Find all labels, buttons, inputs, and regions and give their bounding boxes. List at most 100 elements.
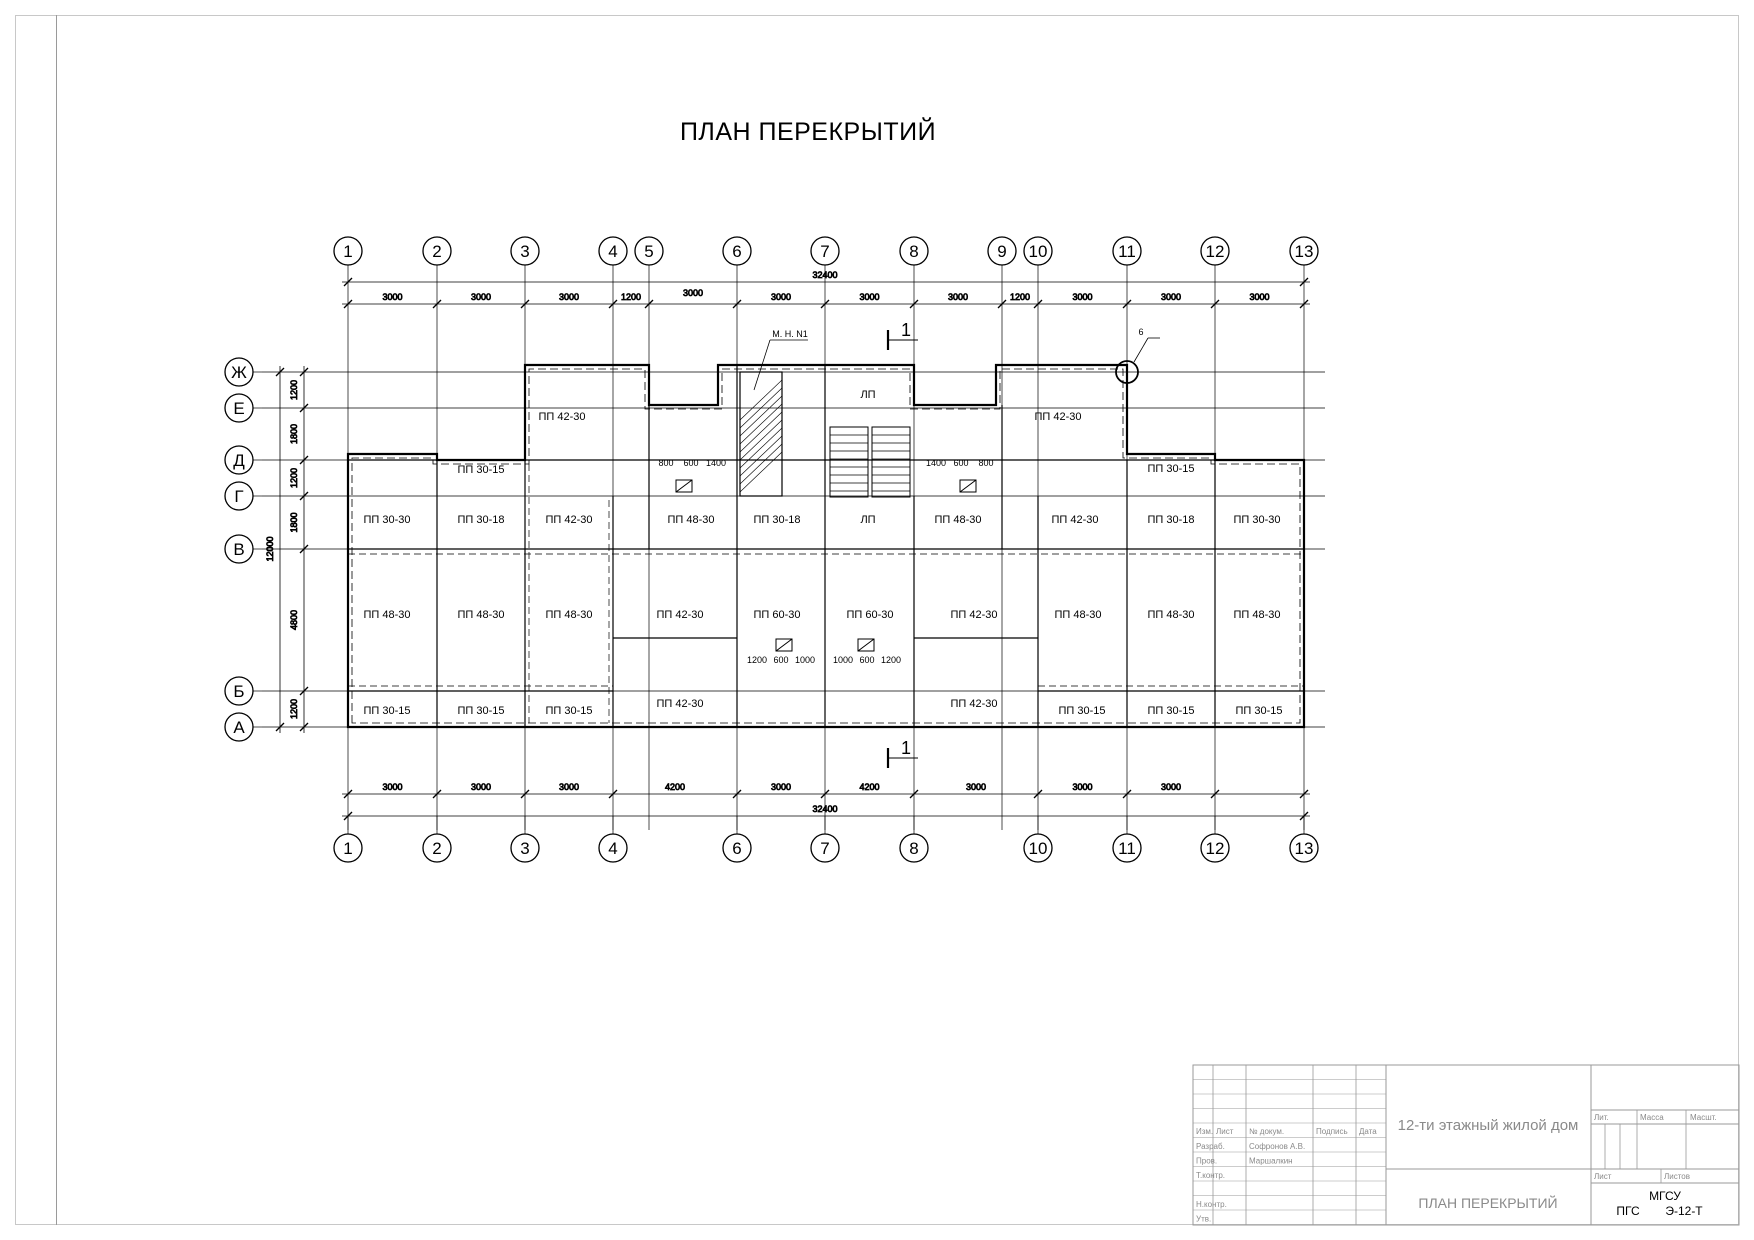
axis-label: Ж	[231, 363, 247, 382]
slab-edge-dashed	[351, 368, 1301, 724]
axis-marker-top: 2	[422, 236, 452, 266]
opening-diagonal	[959, 479, 977, 493]
axis-marker-row: А	[224, 712, 254, 742]
tb-role: Разраб.	[1196, 1142, 1225, 1151]
dimension-total-bottom-label: 32400	[812, 804, 837, 814]
hatch-line	[739, 395, 783, 437]
axis-label: Е	[233, 399, 244, 418]
dimension-chain-top-label: 3000	[471, 292, 491, 302]
slab-label: ПП 30-15	[1147, 705, 1194, 717]
opening-right-top	[959, 479, 977, 493]
axis-marker-top: 3	[510, 236, 540, 266]
slab-label: ПП 42-30	[950, 609, 997, 621]
tb-name: Софронов А.В.	[1249, 1142, 1305, 1151]
dimension-tick	[1299, 789, 1309, 799]
dimension-tick	[275, 722, 285, 732]
slab-label: ПП 42-30	[656, 698, 703, 710]
dimension-chain-left-label: 1800	[289, 424, 299, 444]
callout-leader	[753, 339, 771, 391]
tb-sheet-title: ПЛАН ПЕРЕКРЫТИЙ	[1418, 1194, 1557, 1211]
stair-hatch	[739, 371, 783, 497]
axis-marker-row: Б	[224, 676, 254, 706]
stair-flight-left	[829, 426, 869, 498]
dimension-chain-bottom-label: 3000	[771, 782, 791, 792]
axis-label: 4	[608, 242, 617, 261]
dimension-tick	[608, 299, 618, 309]
axis-label: Д	[233, 451, 245, 470]
slab-label: ПП 30-15	[1147, 463, 1194, 475]
axis-label: 12	[1206, 242, 1225, 261]
axis-marker-top: 12	[1200, 236, 1230, 266]
axis-label: 12	[1206, 839, 1225, 858]
dimension-chain-bottom-label: 3000	[1072, 782, 1092, 792]
axis-label: Г	[234, 487, 243, 506]
slab-label: ПП 48-30	[1233, 609, 1280, 621]
hatch-line	[739, 379, 783, 421]
axis-marker-bottom: 13	[1289, 833, 1319, 863]
dimension-chain-bottom-label: 3000	[559, 782, 579, 792]
dimension-tick	[275, 367, 285, 377]
dimension-chain-left-label: 1200	[289, 380, 299, 400]
dimension-tick	[1210, 299, 1220, 309]
opening-right-bottom	[857, 638, 875, 652]
axis-label: 2	[432, 242, 441, 261]
dimension-chain-bottom-label: 3000	[471, 782, 491, 792]
node-callout-label: М. Н. N1	[772, 329, 808, 339]
slab-label: ПП 60-30	[846, 609, 893, 621]
drawing-frame	[56, 15, 1739, 1225]
axis-marker-top: 13	[1289, 236, 1319, 266]
slab-label: ПП 42-30	[656, 609, 703, 621]
section-mark-label: 1	[901, 738, 911, 758]
stair-flights	[829, 426, 911, 498]
tb-org-code: Э-12-Т	[1665, 1204, 1703, 1218]
axis-marker-bottom: 3	[510, 833, 540, 863]
opening-box	[959, 479, 977, 493]
slab-label: ПП 30-18	[457, 514, 504, 526]
axis-label: 13	[1295, 242, 1314, 261]
slab-label: ПП 42-30	[545, 514, 592, 526]
detail-number-label: 6	[1138, 327, 1143, 337]
stair-shaft	[739, 371, 783, 497]
dimension-tick	[732, 299, 742, 309]
slab-label: ПП 30-30	[1233, 514, 1280, 526]
exterior-wall	[346, 363, 1306, 729]
axis-marker-row: Е	[224, 393, 254, 423]
axis-marker-bottom: 12	[1200, 833, 1230, 863]
dimension-tick	[432, 299, 442, 309]
dimension-tick	[299, 491, 309, 501]
tb-stage-header: Масса	[1640, 1113, 1664, 1122]
opening-diagonal	[857, 638, 875, 652]
opening-dimension: 1000	[833, 655, 853, 665]
axis-label: 5	[644, 242, 653, 261]
axis-marker-row: Д	[224, 445, 254, 475]
axis-label: Б	[233, 682, 244, 701]
slab-label: ПП 48-30	[934, 514, 981, 526]
dimension-tick	[1122, 789, 1132, 799]
opening-dimension: 600	[683, 458, 698, 468]
dimension-chain-top-label: 1200	[621, 292, 641, 302]
dimension-chain-left-label: 1200	[289, 699, 299, 719]
axis-label: 2	[432, 839, 441, 858]
detail-leader	[1133, 337, 1149, 363]
axis-marker-bottom: 10	[1023, 833, 1053, 863]
outer-frame	[15, 15, 1739, 1225]
dimension-tick	[432, 789, 442, 799]
slab-label: ПП 42-30	[1051, 514, 1098, 526]
axis-label: 10	[1029, 839, 1048, 858]
slab-label: ПП 42-30	[1034, 411, 1081, 423]
opening-dimension: 600	[773, 655, 788, 665]
dimension-chain-top-label: 3000	[948, 292, 968, 302]
axis-marker-top: 9	[987, 236, 1017, 266]
dimension-chain-top-label: 3000	[859, 292, 879, 302]
tb-header: Лист	[1216, 1127, 1234, 1136]
slab-label: ПП 60-30	[753, 609, 800, 621]
dimension-tick	[343, 789, 353, 799]
tb-role: Пров.	[1196, 1157, 1217, 1166]
axis-marker-top: 10	[1023, 236, 1053, 266]
dimension-chain-top-label: 1200	[1010, 292, 1030, 302]
slab-label: ПП 30-15	[1058, 705, 1105, 717]
slab-label: ПП 48-30	[545, 609, 592, 621]
